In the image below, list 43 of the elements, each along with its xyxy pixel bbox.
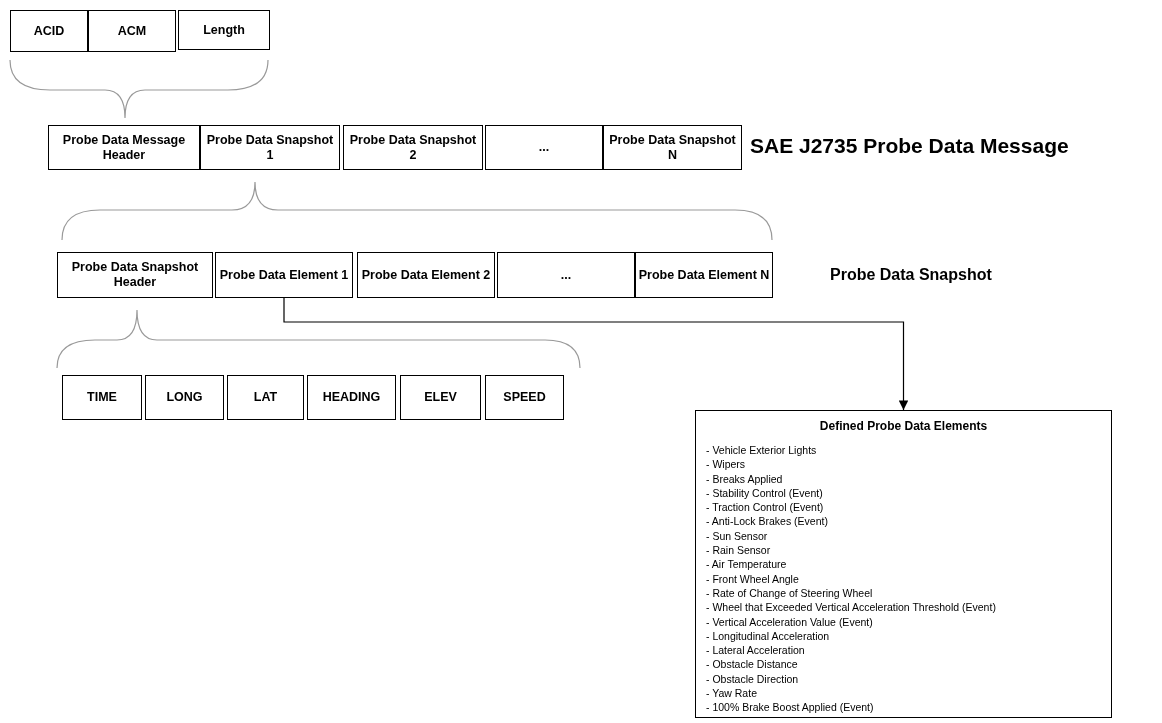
list-item: - Obstacle Distance <box>706 657 798 672</box>
section-heading: SAE J2735 Probe Data Message <box>750 134 1069 158</box>
field-box: Probe Data Snapshot 1 <box>200 125 340 170</box>
field-box: Length <box>178 10 270 50</box>
section-heading: Probe Data Snapshot <box>830 266 992 284</box>
field-box: ELEV <box>400 375 481 420</box>
list-item: - Yaw Rate <box>706 686 757 701</box>
list-item: - Breaks Applied <box>706 471 783 486</box>
field-box: ACM <box>88 10 176 52</box>
field-box: HEADING <box>307 375 396 420</box>
list-item: - Vehicle Exterior Lights <box>706 443 817 458</box>
field-box: Probe Data Snapshot 2 <box>343 125 483 170</box>
field-box: SPEED <box>485 375 564 420</box>
list-panel <box>695 410 1112 718</box>
list-item: - Vertical Acceleration Value (Event) <box>706 614 873 629</box>
list-item: - Anti-Lock Brakes (Event) <box>706 514 828 529</box>
list-item: - Lateral Acceleration <box>706 643 805 658</box>
field-box: Probe Data Snapshot N <box>603 125 742 170</box>
list-item: - 100% Brake Boost Applied (Event) <box>706 700 874 715</box>
list-item: - Wheel that Exceeded Vertical Acceleration Threshold (Event) <box>706 600 996 615</box>
list-item: - Stability Control (Event) <box>706 485 823 501</box>
field-box: ... <box>485 125 603 170</box>
list-item: - Longitudinal Acceleration <box>706 628 830 644</box>
field-box: ... <box>497 252 635 298</box>
field-box: Probe Data Element N <box>635 252 773 298</box>
field-box: LONG <box>145 375 224 420</box>
arrow <box>283 297 909 411</box>
field-box: Probe Data Message Header <box>48 125 200 170</box>
field-box: Probe Data Element 2 <box>357 252 495 298</box>
list-item: - Sun Sensor <box>706 528 768 544</box>
list-item: - Rate of Change of Steering Wheel <box>706 585 873 601</box>
list-item: - Air Temperature <box>706 557 787 572</box>
field-box: LAT <box>227 375 304 420</box>
field-box: TIME <box>62 375 142 420</box>
list-item: - Wipers <box>706 457 746 472</box>
list-item: - Traction Control (Event) <box>706 500 824 515</box>
field-box: Probe Data Snapshot Header <box>57 252 213 298</box>
field-box: Probe Data Element 1 <box>215 252 353 298</box>
list-item: - Front Wheel Angle <box>706 571 799 586</box>
panel-heading: Defined Probe Data Elements <box>818 419 989 433</box>
field-box: ACID <box>10 10 88 52</box>
list-item: - Obstacle Direction <box>706 671 799 687</box>
list-item: - Rain Sensor <box>706 543 771 558</box>
